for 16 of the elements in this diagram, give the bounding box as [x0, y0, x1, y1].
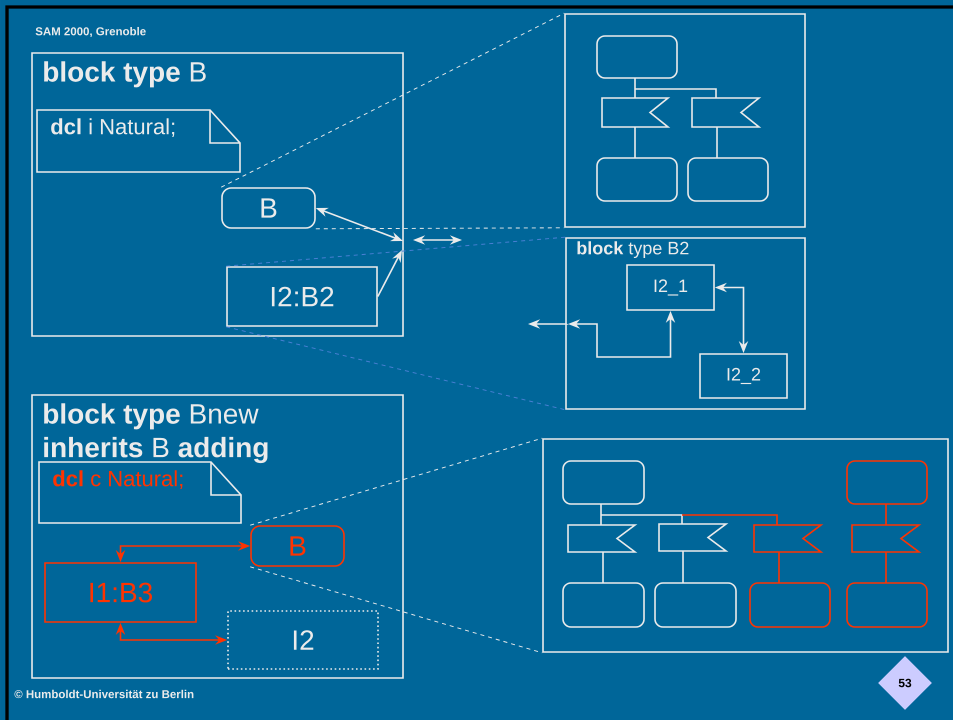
page-number-badge: 53 [878, 656, 932, 710]
zoom-frame [542, 438, 949, 653]
block-reference-box: B [250, 525, 345, 567]
footer-text: © Humboldt-Universität zu Berlin [14, 690, 194, 698]
zoom-frame [564, 13, 806, 228]
connector-line [226, 236, 566, 267]
block-instance-box: I1:B3 [44, 562, 197, 623]
connector-line [220, 12, 565, 188]
block-instance-box: I2_2 [699, 353, 788, 399]
block-reference-box: B [221, 187, 316, 229]
block-instance-box: I2:B2 [226, 266, 378, 327]
block-instance-box: I2_1 [626, 264, 715, 311]
connector-line [226, 326, 566, 410]
header-text: SAM 2000, Grenoble [36, 26, 146, 38]
connector-line [250, 438, 543, 526]
block-instance-box: I2 [227, 610, 379, 670]
